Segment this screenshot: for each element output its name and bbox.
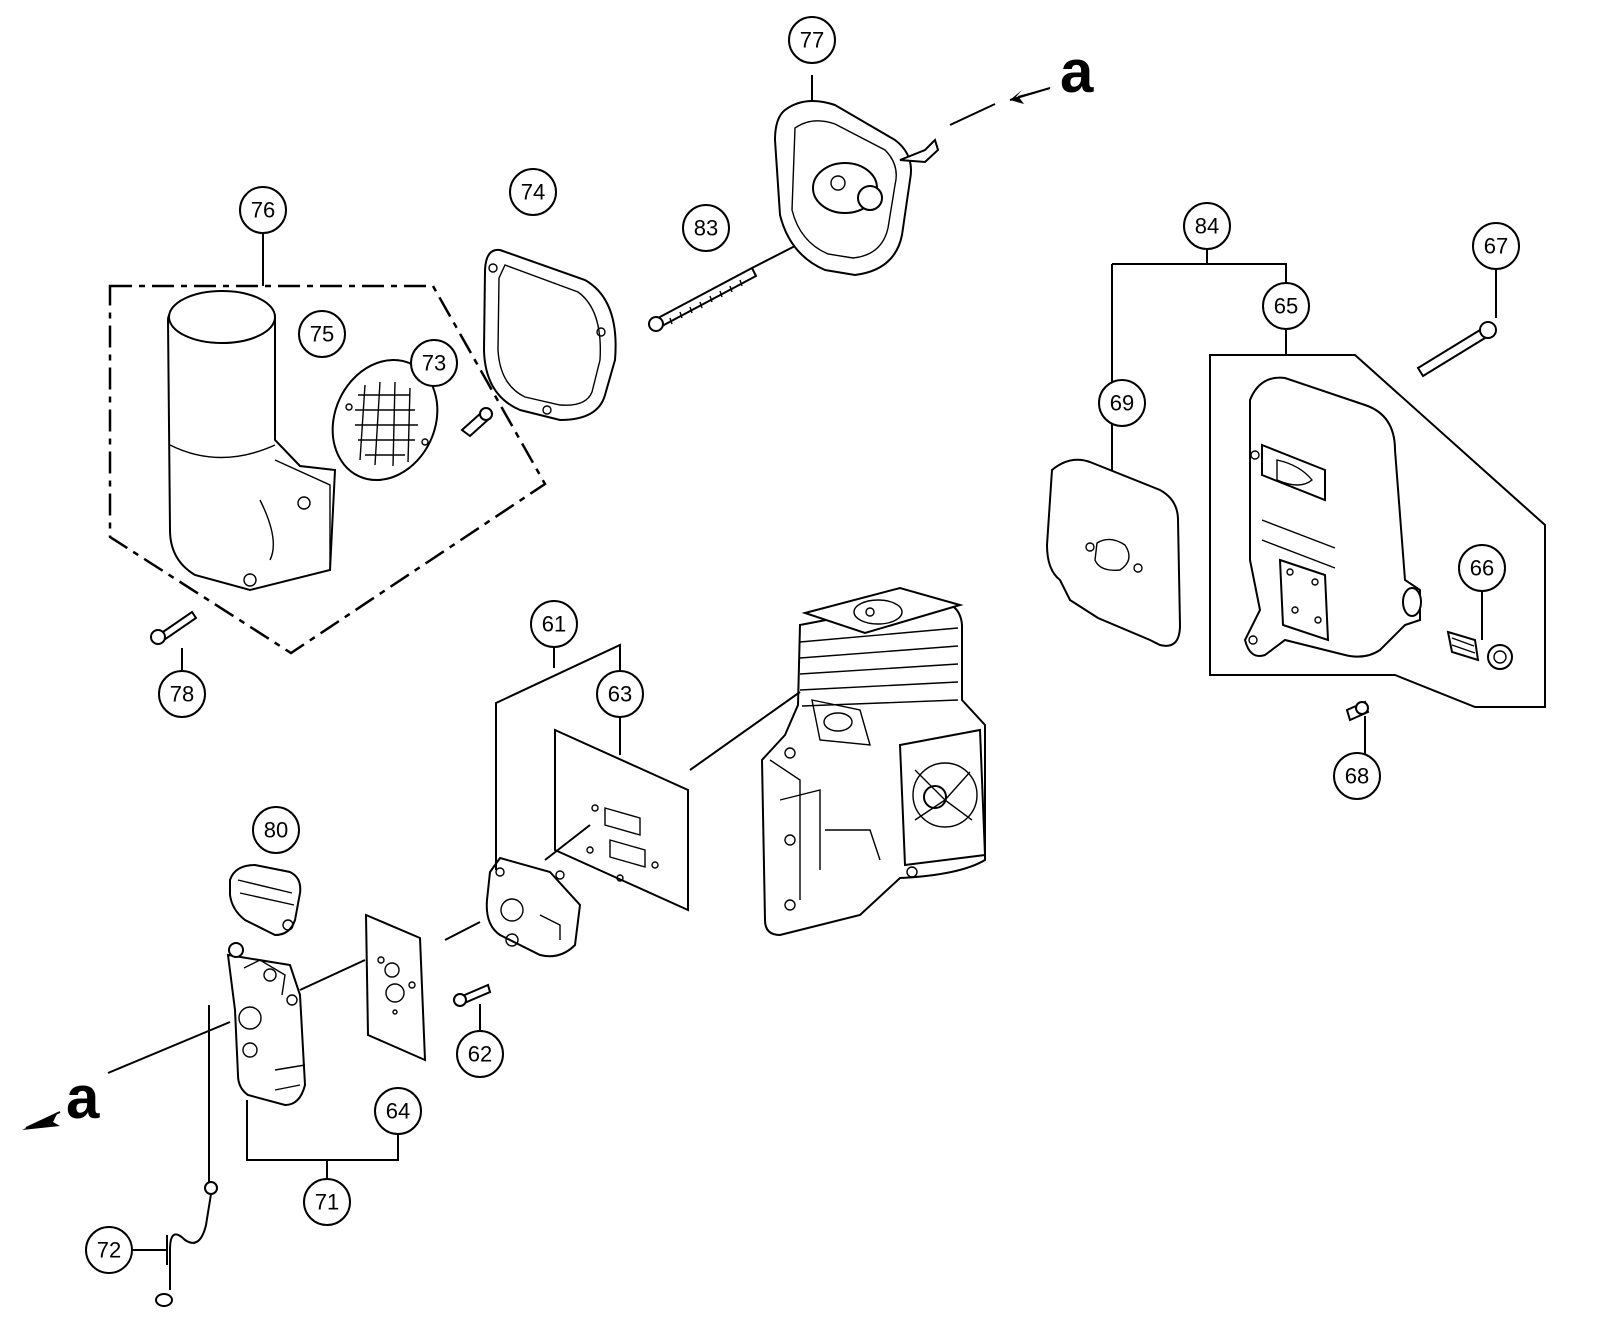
svg-text:65: 65 — [1274, 294, 1298, 319]
callout-68: 68 — [1333, 752, 1381, 800]
callout-71: 71 — [303, 1178, 351, 1226]
callout-64: 64 — [374, 1087, 422, 1135]
svg-text:77: 77 — [800, 28, 824, 53]
air-cleaner-case — [166, 290, 337, 592]
muffler-gasket-69 — [1045, 458, 1182, 647]
callout-83: 83 — [682, 204, 730, 252]
callout-74: 74 — [509, 168, 557, 216]
svg-text:84: 84 — [1195, 214, 1219, 239]
leader-71 — [208, 1005, 399, 1185]
bolt-68 — [1345, 700, 1370, 754]
callout-73: 73 — [410, 339, 458, 387]
callout-80: 80 — [252, 806, 300, 854]
svg-text:66: 66 — [1470, 556, 1494, 581]
reference-arrow-bottom: a — [22, 1064, 100, 1131]
bolt-73 — [460, 407, 493, 438]
insulator-61 — [485, 856, 582, 958]
carburetor-71 — [107, 942, 366, 1107]
reference-letter-top: a — [1060, 38, 1094, 105]
bolt-62 — [453, 983, 492, 1030]
svg-text:63: 63 — [608, 682, 632, 707]
callout-77: 77 — [788, 16, 836, 64]
svg-text:74: 74 — [521, 180, 545, 205]
gasket-64 — [364, 913, 481, 1062]
callout-63: 63 — [596, 670, 644, 718]
bolt-83 — [648, 245, 796, 332]
callout-65: 65 — [1262, 282, 1310, 330]
svg-text:64: 64 — [386, 1099, 410, 1124]
carburetor-cover-80 — [229, 863, 302, 937]
callout-67: 67 — [1472, 222, 1520, 270]
svg-text:69: 69 — [1110, 391, 1134, 416]
svg-text:68: 68 — [1345, 764, 1369, 789]
ground-lead-72 — [130, 1181, 218, 1307]
callout-76: 76 — [239, 186, 287, 234]
air-cleaner-assembly — [108, 232, 547, 655]
callout-84: 84 — [1183, 202, 1231, 250]
carburetor-bracket-77 — [773, 75, 996, 277]
bolt-78 — [150, 610, 198, 672]
svg-text:71: 71 — [315, 1190, 339, 1215]
engine-cylinder-crankcase — [689, 586, 987, 937]
callout-75: 75 — [298, 310, 346, 358]
svg-text:62: 62 — [468, 1042, 492, 1067]
reference-letter-bottom: a — [66, 1064, 100, 1131]
svg-text:78: 78 — [170, 682, 194, 707]
muffler-65 — [1243, 376, 1422, 658]
callout-72: 72 — [85, 1226, 133, 1274]
svg-text:75: 75 — [310, 322, 334, 347]
callout-61: 61 — [530, 600, 578, 648]
svg-text:83: 83 — [694, 216, 718, 241]
svg-text:72: 72 — [97, 1238, 121, 1263]
svg-text:61: 61 — [542, 612, 566, 637]
svg-text:76: 76 — [251, 198, 275, 223]
reference-arrow-top: a — [1009, 38, 1094, 105]
air-filter-element — [331, 358, 439, 482]
callout-62: 62 — [456, 1030, 504, 1078]
bolt-67 — [1416, 267, 1497, 378]
callout-78: 78 — [158, 670, 206, 718]
svg-text:73: 73 — [422, 351, 446, 376]
spark-arrester-66 — [1446, 590, 1513, 670]
callout-69: 69 — [1098, 379, 1146, 427]
svg-text:67: 67 — [1484, 234, 1508, 259]
gasket-74 — [482, 248, 617, 422]
callout-66: 66 — [1458, 544, 1506, 592]
air-cleaner-group-outline — [108, 284, 547, 655]
svg-text:80: 80 — [264, 818, 288, 843]
insulator-gasket-63 — [544, 726, 689, 912]
